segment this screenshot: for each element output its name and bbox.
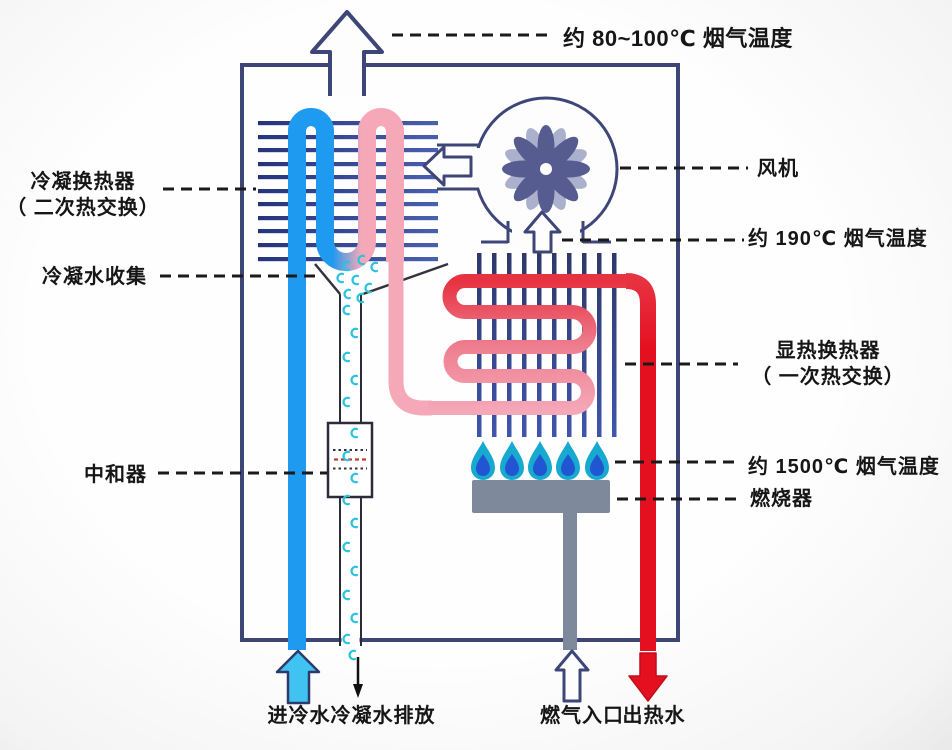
heater-cabinet-outline	[240, 63, 680, 642]
fan-assembly	[422, 96, 619, 254]
condensate-funnel	[314, 262, 449, 296]
fan-impeller	[502, 125, 590, 213]
cold-water-in-arrow	[275, 649, 321, 705]
sensible-hx-coil	[428, 274, 630, 415]
label-flue-top: 约 80~100℃ 烟气温度	[563, 26, 793, 51]
condensate-drain-arrow	[353, 657, 363, 698]
hot-water-pipe	[625, 273, 656, 651]
label-condensate-drain: 冷凝水排放	[330, 705, 436, 727]
label-fan: 风机	[757, 158, 799, 180]
label-sensible-hx: 显热换热器 （ 一次热交换）	[738, 337, 918, 391]
label-condensing-hx: 冷凝换热器 （ 二次热交换）	[0, 168, 166, 222]
label-condensing-hx-line1: 冷凝换热器	[30, 171, 136, 193]
flue-exhaust-arrow	[310, 10, 384, 96]
label-flue-1500: 约 1500℃ 烟气温度	[748, 456, 940, 478]
hot-water-out-arrow	[628, 652, 668, 702]
condensate-channel-walls	[339, 294, 362, 646]
label-sensible-hx-line1: 显热换热器	[775, 340, 881, 362]
label-cold-water-in: 进冷水	[267, 705, 331, 727]
leader-lines	[158, 33, 748, 501]
label-flue-190: 约 190℃ 烟气温度	[748, 228, 928, 250]
gas-feed-pipe	[563, 510, 577, 650]
burner-flames	[471, 441, 609, 480]
condensing-hx-fins	[258, 121, 438, 262]
label-condensing-hx-line2: （ 二次热交换）	[6, 197, 160, 219]
label-gas-inlet: 燃气入口	[540, 705, 624, 727]
label-hot-water-out: 出热水	[622, 705, 686, 727]
label-condensate-collect: 冷凝水收集	[42, 266, 147, 288]
burner-bar	[472, 480, 610, 513]
label-burner: 燃烧器	[750, 488, 813, 510]
gas-inlet-arrow	[554, 649, 590, 703]
flue-to-condenser-arrow	[422, 145, 473, 187]
warm-water-feed-pipe	[388, 256, 432, 416]
label-neutralizer: 中和器	[84, 464, 147, 486]
flue-into-fan-arrow	[523, 210, 562, 254]
label-sensible-hx-line2: （ 一次热交换）	[751, 366, 905, 388]
